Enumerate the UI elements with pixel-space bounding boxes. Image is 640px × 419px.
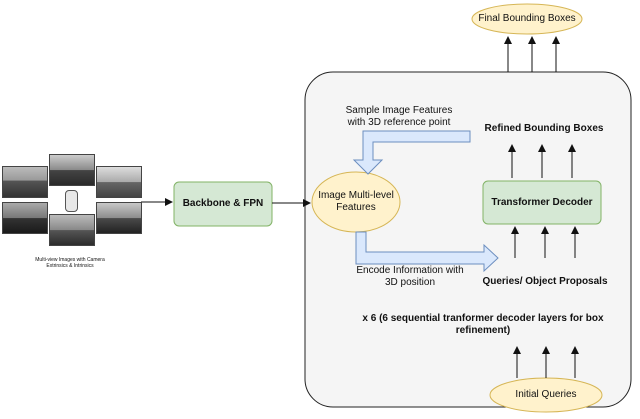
camera-view-image-front bbox=[49, 154, 95, 186]
camera-view-image-back-left bbox=[2, 202, 48, 234]
transformer-decoder-box bbox=[482, 180, 602, 225]
x6-note: x 6 (6 sequential tranformer decoder lay… bbox=[362, 313, 604, 336]
camera-view-image-front-left bbox=[2, 166, 48, 198]
camera-view-image-front-right bbox=[96, 166, 142, 198]
backbone-label: Backbone & FPN bbox=[182, 198, 264, 209]
final-boxes-label: Final Bounding Boxes bbox=[478, 13, 576, 24]
initial-queries-label: Initial Queries bbox=[515, 389, 577, 400]
sample-features-flow-arrow bbox=[352, 130, 471, 175]
backbone-box bbox=[173, 181, 273, 227]
camera-view-image-back bbox=[49, 214, 95, 246]
sample-features-label: Sample Image Features with 3D reference … bbox=[345, 105, 453, 128]
transformer-decoder-label: Transformer Decoder bbox=[491, 196, 593, 208]
image-features-label: Image Multi-level Features bbox=[318, 190, 394, 213]
decoder-stack-container bbox=[304, 71, 632, 408]
final-boxes-ellipse bbox=[471, 3, 583, 35]
queries-label: Queries/ Object Proposals bbox=[482, 276, 608, 287]
camera-view-image-back-right bbox=[96, 202, 142, 234]
ego-vehicle-icon bbox=[65, 190, 78, 212]
input-caption: Multi-view Images with Camera Extrinsics… bbox=[35, 257, 105, 269]
refined-boxes-label: Refined Bounding Boxes bbox=[484, 123, 604, 134]
encode-info-flow-arrow bbox=[355, 231, 499, 273]
encode-info-label: Encode Information with 3D position bbox=[356, 265, 464, 288]
